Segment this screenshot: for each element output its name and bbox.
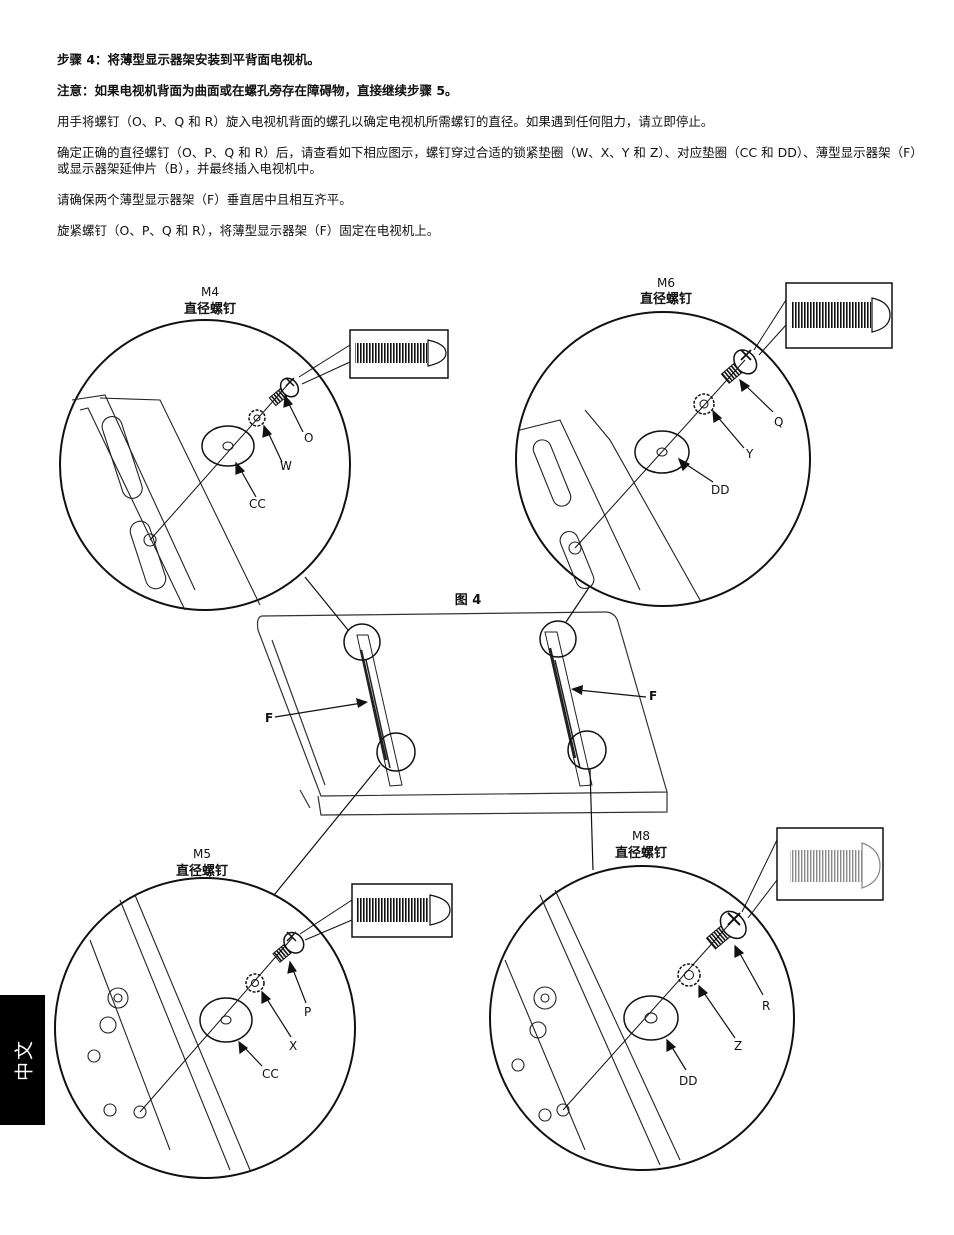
paragraph-2: 确定正确的直径螺钉（O、P、Q 和 R）后，请查看如下相应图示，螺钉穿过合适的锁…	[57, 145, 917, 176]
detail-circle-m6	[539, 620, 577, 658]
figure-title: 图 4	[455, 593, 482, 608]
label-q: Q	[774, 415, 783, 429]
label-r: R	[762, 999, 770, 1013]
callout-m6-size: M6	[657, 276, 675, 290]
detail-circle-m8	[567, 730, 607, 770]
label-f-left: F	[265, 711, 273, 725]
label-x: X	[289, 1039, 297, 1053]
label-z: Z	[734, 1039, 742, 1053]
step-heading: 步骤 4：将薄型显示器架安装到平背面电视机。	[57, 52, 321, 67]
label-cc-top: CC	[249, 497, 266, 511]
callout-m4-label: 直径螺钉	[184, 301, 236, 317]
callout-m5-size: M5	[193, 847, 211, 861]
callout-m4-size: M4	[201, 285, 219, 299]
label-dd-top: DD	[711, 483, 729, 497]
installation-figure: 图 4 F F	[54, 276, 893, 1179]
callout-m8-size: M8	[632, 829, 650, 843]
paragraph-3: 请确保两个薄型显示器架（F）垂直居中且相互齐平。	[57, 192, 352, 207]
tv-panel	[256, 611, 668, 816]
callout-m5-label: 直径螺钉	[176, 863, 228, 879]
language-tab: 中文	[0, 995, 45, 1125]
label-o: O	[304, 431, 313, 445]
callout-m8-label: 直径螺钉	[615, 845, 667, 861]
callout-m4: O W CC M4 直径螺钉	[59, 285, 449, 611]
label-dd-bottom: DD	[679, 1074, 697, 1088]
instructions: 步骤 4：将薄型显示器架安装到平背面电视机。 注意：如果电视机背面为曲面或在螺孔…	[57, 52, 917, 254]
paragraph-4: 旋紧螺钉（O、P、Q 和 R），将薄型显示器架（F）固定在电视机上。	[57, 223, 440, 238]
callout-m6-label: 直径螺钉	[640, 291, 692, 307]
callout-m8: R Z DD M8 直径螺钉	[489, 827, 884, 1171]
label-w: W	[280, 459, 292, 473]
label-p: P	[304, 1005, 311, 1019]
language-tab-label: 中文	[13, 1038, 35, 1082]
callout-m5: P X CC M5 直径螺钉	[54, 847, 453, 1179]
paragraph-1: 用手将螺钉（O、P、Q 和 R）旋入电视机背面的螺孔以确定电视机所需螺钉的直径。…	[57, 114, 714, 129]
label-f-right: F	[649, 689, 657, 703]
detail-circle-m5	[376, 732, 416, 772]
bracket-f-left	[356, 634, 403, 787]
callout-m6: Q Y DD M6 直径螺钉	[515, 276, 893, 607]
note: 注意：如果电视机背面为曲面或在螺孔旁存在障碍物，直接继续步骤 5。	[57, 83, 458, 98]
label-y: Y	[745, 447, 754, 461]
detail-circle-m4	[343, 623, 381, 661]
label-cc-bottom: CC	[262, 1067, 279, 1081]
